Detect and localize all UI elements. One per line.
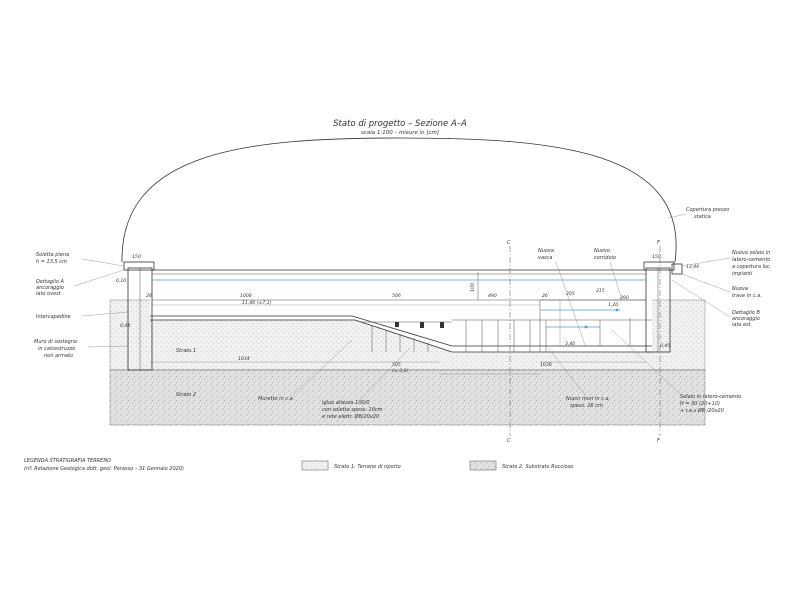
dim-1346: 13,46	[686, 264, 699, 270]
deck-lines	[152, 269, 646, 352]
svg-text:C: C	[507, 438, 511, 444]
svg-text:Nuova: Nuova	[538, 248, 554, 254]
svg-text:trave in c.a.: trave in c.a.	[732, 293, 762, 299]
dim-1100: 11,40 (±7,1)	[242, 300, 272, 306]
svg-text:lato ovest: lato ovest	[36, 291, 62, 297]
dimension-lines	[150, 300, 646, 375]
svg-text:ancoraggio: ancoraggio	[732, 316, 760, 322]
svg-text:spess. 26 cm: spess. 26 cm	[570, 403, 603, 409]
annotation-corridoio: Nuovo corridoio	[594, 248, 623, 301]
svg-text:in calcestruzzo: in calcestruzzo	[38, 346, 75, 352]
dim-044: 0,44	[120, 323, 130, 329]
dim-505b: (± 3,3)	[392, 368, 408, 374]
dim-150-left: 150	[132, 254, 141, 260]
svg-text:C: C	[507, 240, 511, 246]
water-level	[152, 279, 646, 329]
pool-basin	[150, 298, 652, 353]
svg-text:Dettaglio B: Dettaglio B	[732, 310, 761, 316]
svg-text:corridoio: corridoio	[594, 255, 616, 261]
dim-1008: 1008	[240, 293, 252, 299]
svg-text:a copertura loc.: a copertura loc.	[732, 264, 771, 270]
section-mark-f: F F	[657, 240, 661, 444]
dim-505: 505	[392, 362, 401, 368]
svg-text:Dettaglio A: Dettaglio A	[36, 279, 65, 285]
legend: LEGENDA STRATIGRAFIA TERRENO (rif. Relaz…	[24, 458, 573, 472]
dim-120: 1,20	[608, 302, 618, 308]
svg-text:Copertura presso: Copertura presso	[686, 207, 729, 213]
annotation-soletta: Soletta piena h = 13,5 cm	[36, 252, 125, 267]
svg-text:vasca: vasca	[538, 255, 552, 261]
svg-text:Solaio in latero-cemento: Solaio in latero-cemento	[680, 394, 741, 400]
svg-text:Intercapedine: Intercapedine	[36, 314, 71, 320]
svg-text:ancoraggio: ancoraggio	[36, 285, 64, 291]
legend-item-2: Strato 2: Substrato Roccioso	[502, 464, 573, 470]
annotation-vasca: Nuova vasca	[538, 248, 586, 346]
dim-340: 3,40	[565, 341, 575, 347]
svg-text:Muretto in c.a.: Muretto in c.a.	[258, 396, 294, 402]
svg-text:F: F	[657, 438, 660, 444]
svg-text:Nuovo solaio in: Nuovo solaio in	[732, 250, 770, 256]
strato-1-label: Strato 1	[176, 348, 196, 354]
svg-text:impianti: impianti	[732, 271, 753, 277]
svg-text:Nuovi muri in c.a.: Nuovi muri in c.a.	[566, 396, 610, 402]
svg-text:statica: statica	[694, 214, 711, 220]
svg-text:non armato: non armato	[44, 353, 73, 359]
annotation-copertura: Copertura presso statica	[667, 207, 729, 220]
annotation-intercapedine: Intercapedine	[36, 311, 129, 320]
legend-item-1: Strato 1: Terreno di riporto	[334, 464, 401, 470]
annotation-trave: Nuova trave in c.a.	[681, 273, 762, 299]
annotation-solaio-latero: Solaio in latero-cemento H = 30 (20+10) …	[611, 329, 741, 414]
legend-swatch-riporto	[301, 460, 329, 471]
svg-text:Nuova: Nuova	[732, 286, 748, 292]
svg-text:Muro di sostegno: Muro di sostegno	[34, 339, 77, 345]
svg-text:+ r.e.s Ø8 /20x20: + r.e.s Ø8 /20x20	[680, 407, 724, 414]
dim-1034: 1034	[238, 356, 250, 362]
igloo-walls	[360, 318, 652, 352]
svg-text:H = 30 (20+10): H = 30 (20+10)	[680, 401, 720, 407]
dim-010: 0,10	[116, 278, 126, 284]
svg-text:Nuovo: Nuovo	[594, 248, 610, 254]
svg-text:e rete elettr. Ø8/20x20: e rete elettr. Ø8/20x20	[322, 413, 379, 420]
legend-ref: (rif. Relazione Geologica dott. geol. Pe…	[24, 466, 184, 472]
svg-text:lato est: lato est	[732, 322, 752, 328]
drawing-title: Stato di progetto – Sezione A–A	[333, 119, 467, 129]
dim-1038: 1038	[540, 362, 552, 368]
dim-045: 0,45	[660, 343, 670, 349]
drawing-subtitle: scala 1:100 – misure in [cm]	[361, 130, 439, 136]
svg-text:latero-cemento: latero-cemento	[732, 257, 770, 263]
dim-215: 215	[596, 288, 605, 294]
dim-100: 100	[470, 283, 476, 292]
dim-205: 205	[566, 291, 575, 297]
annotation-nuovi-muri: Nuovi muri in c.a. spess. 26 cm	[547, 347, 610, 409]
annotation-muretto: Muretto in c.a.	[258, 339, 353, 402]
annotation-dettaglio-b: Dettaglio B ancoraggio lato est	[671, 279, 761, 328]
right-wall	[643, 261, 683, 353]
dome-cover	[121, 137, 677, 263]
dim-506: 506	[392, 293, 401, 299]
dim-26: 26	[542, 293, 548, 299]
strato-2-label: Strato 2	[176, 392, 196, 398]
annotation-dettaglio-a: Dettaglio A ancoraggio lato ovest	[36, 269, 125, 297]
legend-swatch-roccia	[469, 460, 497, 471]
legend-heading: LEGENDA STRATIGRAFIA TERRENO	[24, 458, 111, 464]
svg-text:F: F	[657, 240, 660, 246]
dim-26-left: 26	[146, 293, 152, 299]
svg-text:Soletta piena: Soletta piena	[36, 252, 69, 258]
svg-text:h = 13,5 cm: h = 13,5 cm	[36, 259, 67, 265]
svg-text:Igloo altezza 100/0: Igloo altezza 100/0	[322, 400, 370, 406]
dim-150-right: 150	[652, 254, 661, 260]
section-mark-c: C C	[507, 240, 511, 444]
svg-text:con soletta spess. 10cm: con soletta spess. 10cm	[322, 407, 383, 413]
annotation-solaio: Nuovo solaio in latero-cemento a copertu…	[681, 250, 771, 277]
dim-490: 490	[488, 293, 497, 299]
dim-290: 290	[620, 295, 629, 301]
annotation-muro: Muro di sostegno in calcestruzzo non arm…	[34, 339, 129, 359]
annotation-igloo: Igloo altezza 100/0 con soletta spess. 1…	[322, 347, 411, 420]
